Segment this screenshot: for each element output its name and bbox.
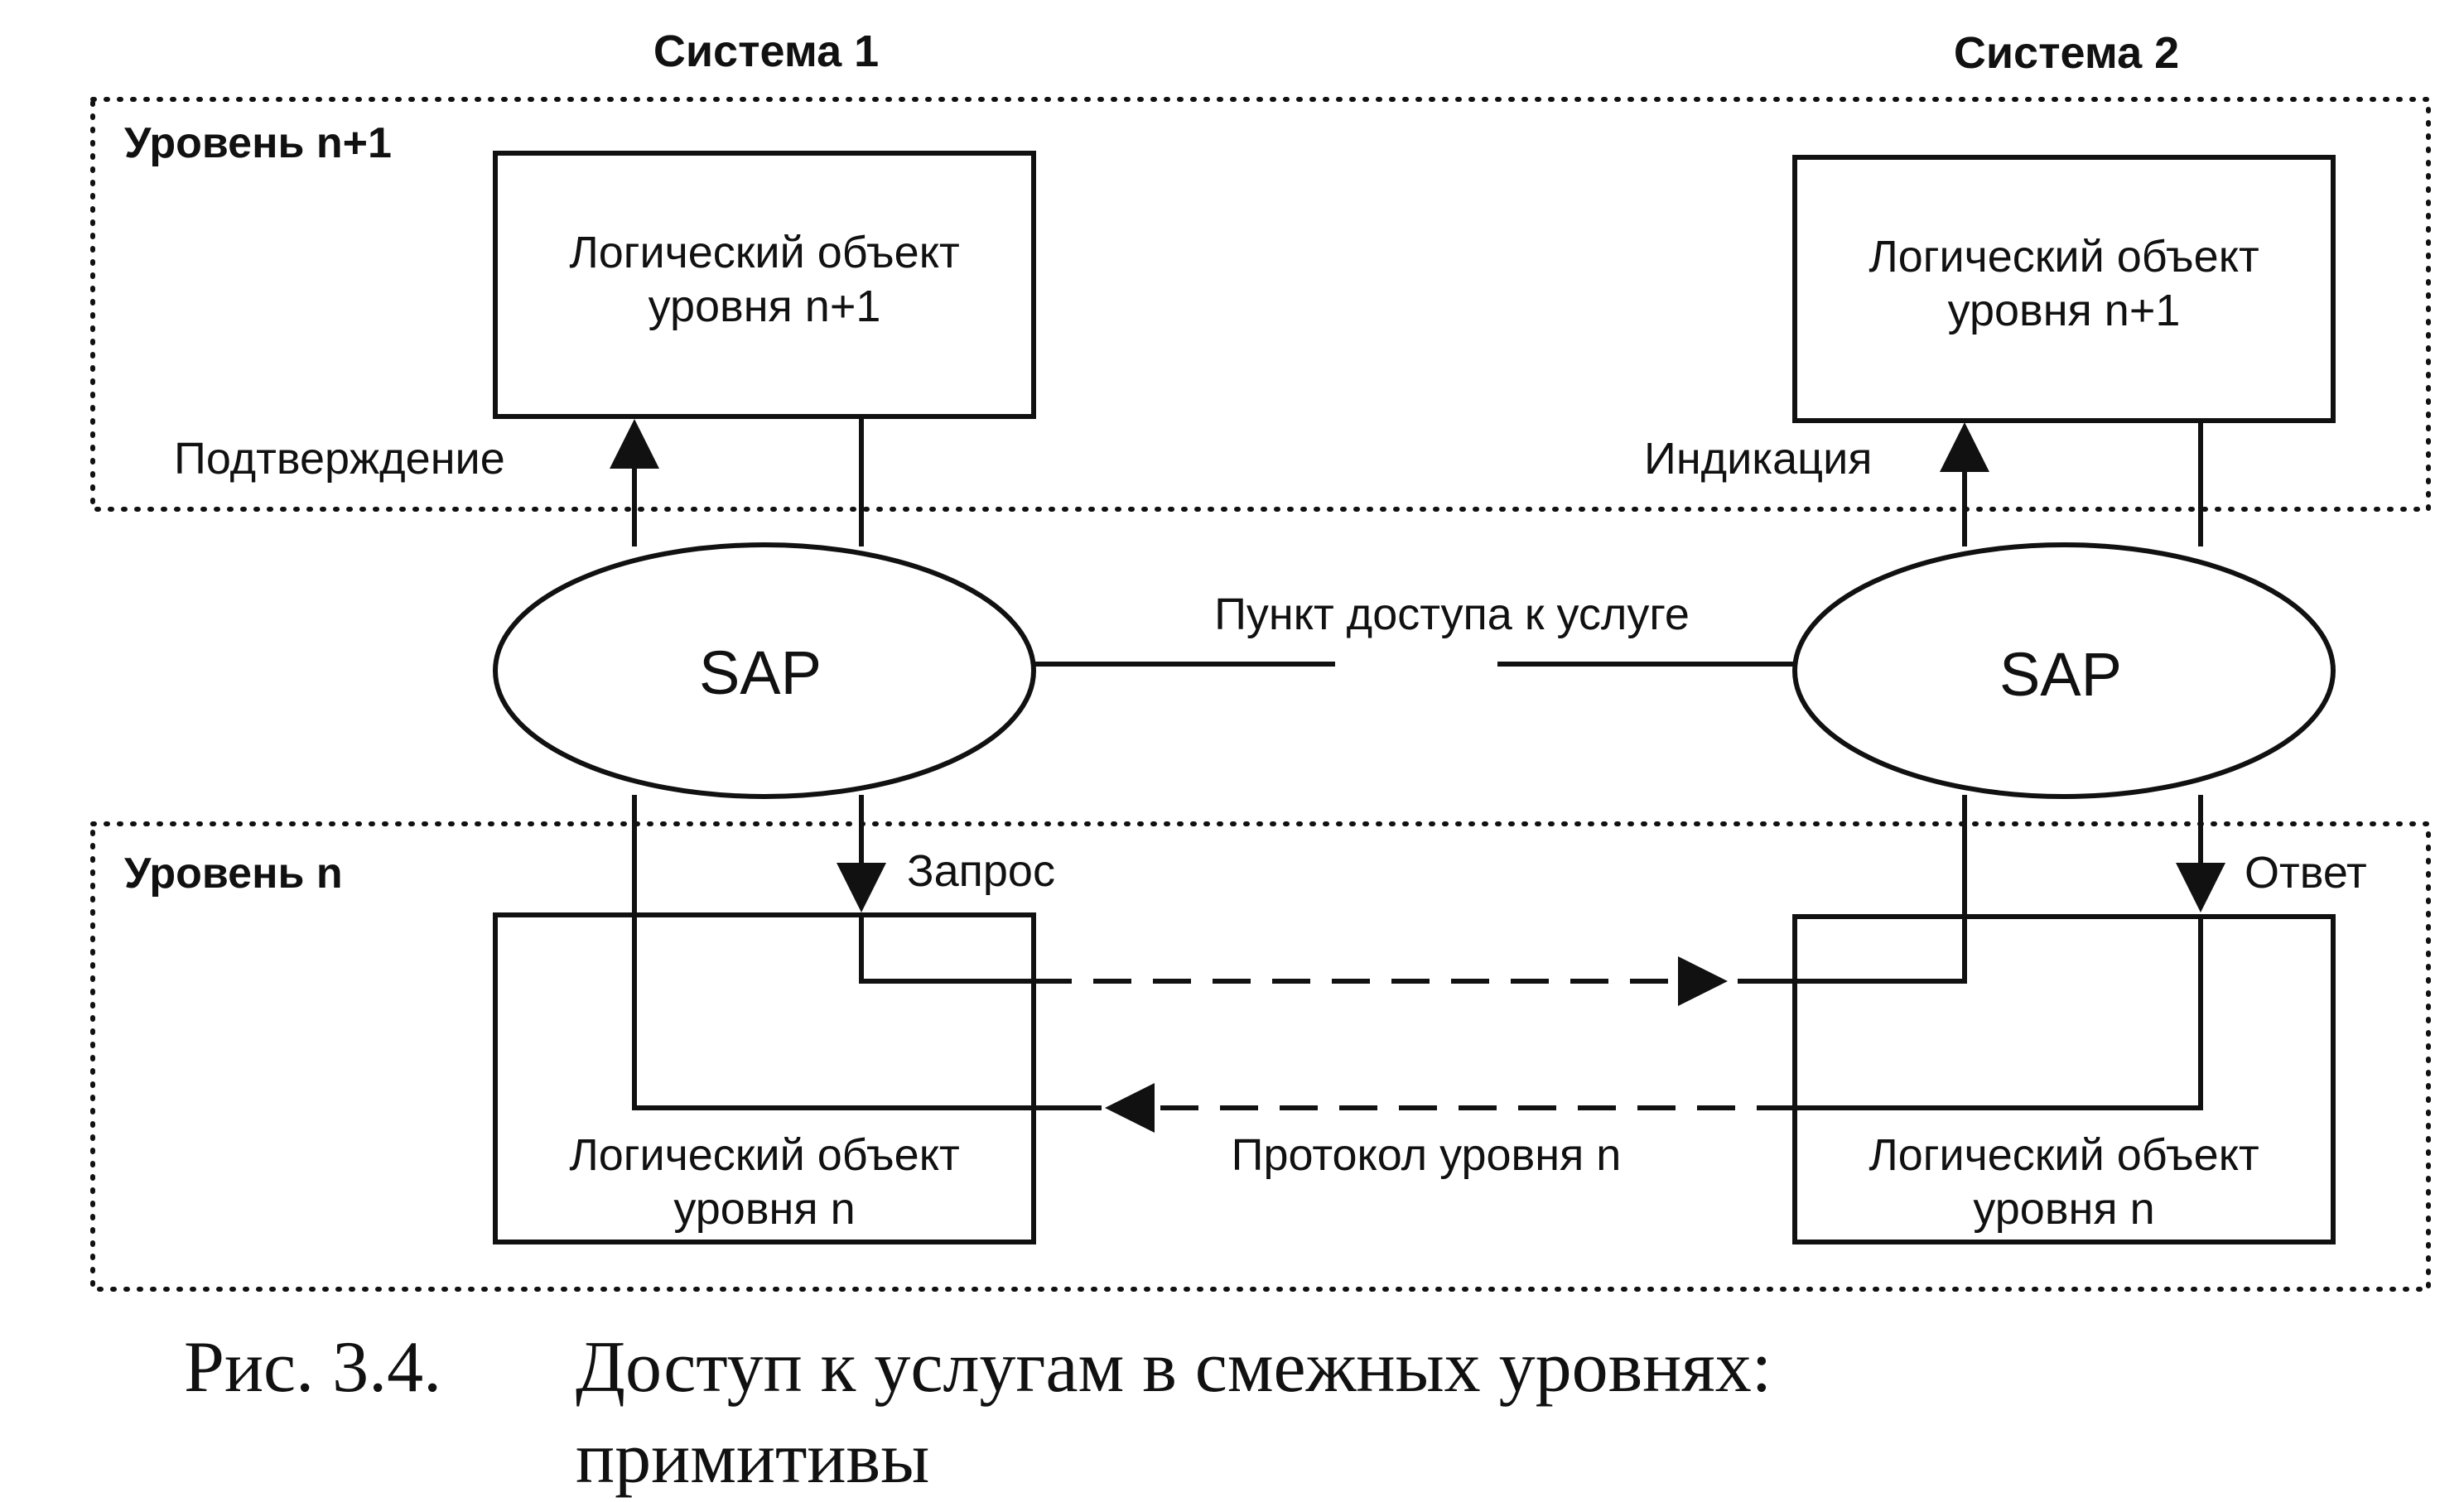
service-access-point-label: Пункт доступа к услуге xyxy=(1214,590,1690,639)
entity-upper-left-line1: Логический объект xyxy=(569,228,959,277)
sap-ellipse-right xyxy=(1792,542,2336,799)
sap-right-label: SAP xyxy=(1999,640,2122,709)
sap-left-label: SAP xyxy=(699,638,822,707)
entity-lower-left-line2: уровня n xyxy=(673,1184,855,1234)
entity-upper-right-line1: Логический объект xyxy=(1868,232,2259,282)
sap-ellipse-left xyxy=(493,542,1036,799)
entity-box-upper-left xyxy=(493,151,1036,419)
system-2-title: Система 2 xyxy=(1954,28,2179,78)
request-path-solid xyxy=(859,915,1034,984)
caption-line1: Доступ к услугам в смежных уровнях: xyxy=(576,1327,1772,1408)
indication-label: Индикация xyxy=(1644,434,1872,484)
entity-box-lower-right xyxy=(1792,914,2336,1244)
confirm-path-left xyxy=(632,795,1102,1110)
indication-path-right xyxy=(1738,795,1967,984)
entity-lower-left-line1: Логический объект xyxy=(569,1130,959,1180)
entity-upper-left-line2: уровня n+1 xyxy=(649,282,881,331)
level-n-plus-1-boundary xyxy=(90,97,2431,512)
entity-upper-right-line2: уровня n+1 xyxy=(1948,286,2181,335)
confirm-label: Подтверждение xyxy=(174,434,505,484)
entity-box-lower-left xyxy=(493,912,1036,1244)
caption-number: Рис. 3.4. xyxy=(184,1327,441,1408)
protocol-label: Протокол уровня n xyxy=(1232,1130,1622,1180)
level-n-boundary xyxy=(90,821,2431,1292)
level-n-plus-1-label: Уровень n+1 xyxy=(124,119,392,167)
response-path-right xyxy=(1795,917,2203,1110)
system-1-title: Система 1 xyxy=(653,26,879,76)
entity-lower-right-line1: Логический объект xyxy=(1868,1130,2259,1180)
entity-box-upper-right xyxy=(1792,155,2336,423)
response-label: Ответ xyxy=(2245,848,2367,898)
level-n-label: Уровень n xyxy=(124,850,343,898)
entity-lower-right-line2: уровня n xyxy=(1973,1184,2154,1234)
request-label: Запрос xyxy=(907,846,1055,896)
caption-line2: примитивы xyxy=(576,1418,929,1499)
